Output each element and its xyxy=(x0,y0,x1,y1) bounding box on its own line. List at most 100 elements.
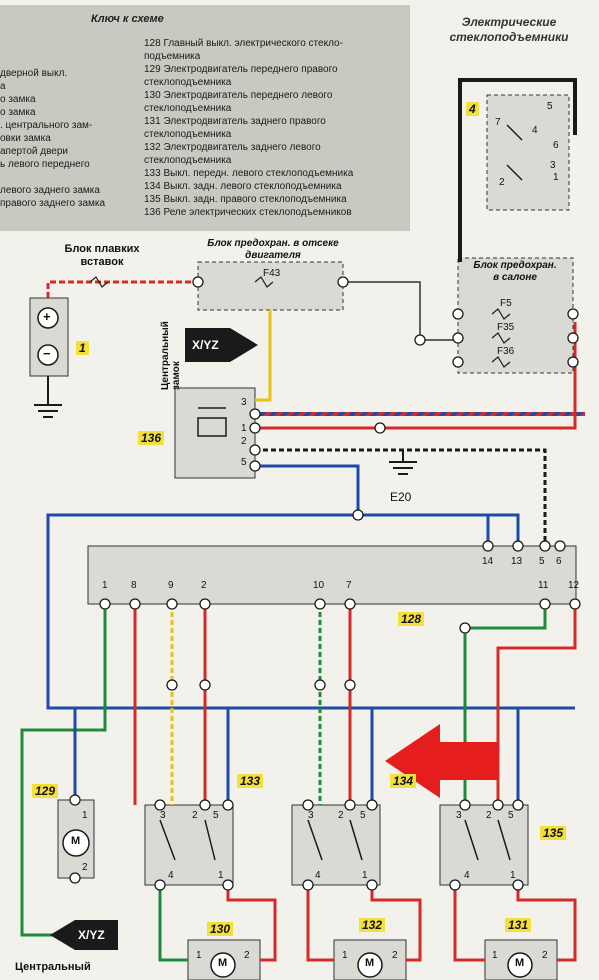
legend-right-item: подъемника xyxy=(144,51,201,62)
legend-right-list: 128 Главный выкл. электрического стекло-… xyxy=(144,37,353,219)
ground-label: E20 xyxy=(390,490,412,504)
pin-label: 13 xyxy=(511,556,523,567)
motor-symbol-130: M xyxy=(218,957,228,969)
legend-right-item: 129 Электродвигатель переднего правого xyxy=(144,64,338,75)
battery-minus: − xyxy=(43,346,51,361)
pin-label: 5 xyxy=(241,457,247,468)
fuse-cabin-label: Блок предохран. в салоне xyxy=(473,260,557,283)
pin-label: 2 xyxy=(338,810,344,821)
component-tag-1: 1 xyxy=(76,341,89,355)
pin-label: 7 xyxy=(495,117,501,128)
pin-label: 7 xyxy=(346,580,352,591)
central-lock-bottom-label: Центральный xyxy=(15,961,91,973)
pin-label: 1 xyxy=(241,423,247,434)
pin-label: 9 xyxy=(168,580,174,591)
pin-label: 1 xyxy=(342,950,348,961)
switch-135-body xyxy=(439,804,529,886)
pin-label: 1 xyxy=(362,870,368,881)
pin-label: 5 xyxy=(539,556,545,567)
pin-label: 2 xyxy=(201,580,207,591)
legend-right-item: 135 Выкл. задн. правого стеклоподъемника xyxy=(144,194,347,205)
legend-right-item: 132 Электродвигатель заднего левого xyxy=(144,142,321,153)
terminals xyxy=(69,276,581,891)
pin-label: 10 xyxy=(313,580,325,591)
pin-label: 4 xyxy=(168,870,174,881)
diagram-title-line2: стеклоподъемники xyxy=(449,30,569,44)
pin-label: 4 xyxy=(532,125,538,136)
pin-label: 1 xyxy=(492,950,498,961)
pin-label: 3 xyxy=(456,810,462,821)
connector-arrow-top xyxy=(185,328,258,362)
legend-right-item: стеклоподъемника xyxy=(144,77,232,88)
pin-label: 5 xyxy=(360,810,366,821)
legend-right-item: 130 Электродвигатель переднего левого xyxy=(144,90,333,101)
fuse-f35-label: F35 xyxy=(497,322,515,333)
switch-contacts xyxy=(159,124,523,861)
wires xyxy=(20,78,585,962)
component-tag-4: 4 xyxy=(466,102,479,116)
legend-left-item: апертой двери xyxy=(0,146,69,157)
pin-label: 4 xyxy=(464,870,470,881)
ground-symbols xyxy=(34,376,417,475)
pin-label: 2 xyxy=(486,810,492,821)
legend-right-item: стеклоподъемника xyxy=(144,129,232,140)
pin-label: 6 xyxy=(553,140,559,151)
legend-panel xyxy=(0,5,410,231)
relay-136-body xyxy=(174,387,256,479)
pin-label: 5 xyxy=(508,810,514,821)
legend-right-item: 133 Выкл. передн. левого стеклоподъемник… xyxy=(144,168,354,179)
pin-label: 1 xyxy=(102,580,108,591)
legend-right-item: 134 Выкл. задн. левого стеклоподъемника xyxy=(144,181,342,192)
diagram-title: Электрические стеклоподъемники xyxy=(434,15,584,45)
switch-133-body xyxy=(144,804,234,886)
connector-top-label: X/YZ xyxy=(192,338,219,352)
legend-left-item: ь левого переднего xyxy=(0,159,90,170)
legend-left-item: . центрального зам- xyxy=(0,120,93,131)
component-tag-133: 133 xyxy=(237,774,264,788)
pin-label: 1 xyxy=(196,950,202,961)
switch-4-body xyxy=(486,94,570,211)
pin-label: 3 xyxy=(550,160,556,171)
legend-left-item: правого заднего замка xyxy=(0,198,106,209)
legend-left-item: а xyxy=(0,81,6,92)
pin-label: 3 xyxy=(241,397,247,408)
motor-symbols xyxy=(37,307,533,978)
component-tag-136: 136 xyxy=(138,431,165,445)
switch-134-body xyxy=(291,804,381,886)
pin-label: 2 xyxy=(392,950,398,961)
legend-left-list: дверной выкл. а о замка о замка . центра… xyxy=(0,67,105,210)
pin-label: 2 xyxy=(192,810,198,821)
diagram-title-line1: Электрические xyxy=(461,15,557,29)
pin-label: 1 xyxy=(218,870,224,881)
legend-left-item: о замка xyxy=(0,94,36,105)
component-tag-129: 129 xyxy=(32,784,59,798)
fuse-f5-label: F5 xyxy=(500,298,512,309)
pin-label: 2 xyxy=(499,177,505,188)
pin-label: 1 xyxy=(553,172,559,183)
pin-label: 4 xyxy=(315,870,321,881)
pin-label: 3 xyxy=(160,810,166,821)
pin-label: 12 xyxy=(568,580,580,591)
pin-label: 2 xyxy=(244,950,250,961)
central-lock-vertical-label: Центральный замок xyxy=(160,321,182,390)
pin-label: 8 xyxy=(131,580,137,591)
pin-label: 1 xyxy=(510,870,516,881)
legend-right-item: стеклоподъемника xyxy=(144,103,232,114)
pin-label: 1 xyxy=(82,810,88,821)
pin-label: 6 xyxy=(556,556,562,567)
component-tag-128: 128 xyxy=(398,612,425,626)
fuse-engine-label: Блок предохран. в отсеке двигателя xyxy=(207,238,339,261)
pin-label: 5 xyxy=(547,101,553,112)
component-tag-135: 135 xyxy=(540,826,567,840)
fuse-f43-label: F43 xyxy=(263,268,281,279)
pin-label: 5 xyxy=(213,810,219,821)
fuse-block-engine xyxy=(197,261,344,311)
legend-right-item: 131 Электродвигатель заднего правого xyxy=(144,116,326,127)
legend-left-item xyxy=(0,171,105,184)
legend-left-item: овки замка xyxy=(0,133,51,144)
component-tag-130: 130 xyxy=(207,922,234,936)
main-switch-128-body xyxy=(87,545,577,605)
legend-title: Ключ к схеме xyxy=(91,13,164,25)
legend-right-item: 128 Главный выкл. электрического стекло- xyxy=(144,38,343,49)
